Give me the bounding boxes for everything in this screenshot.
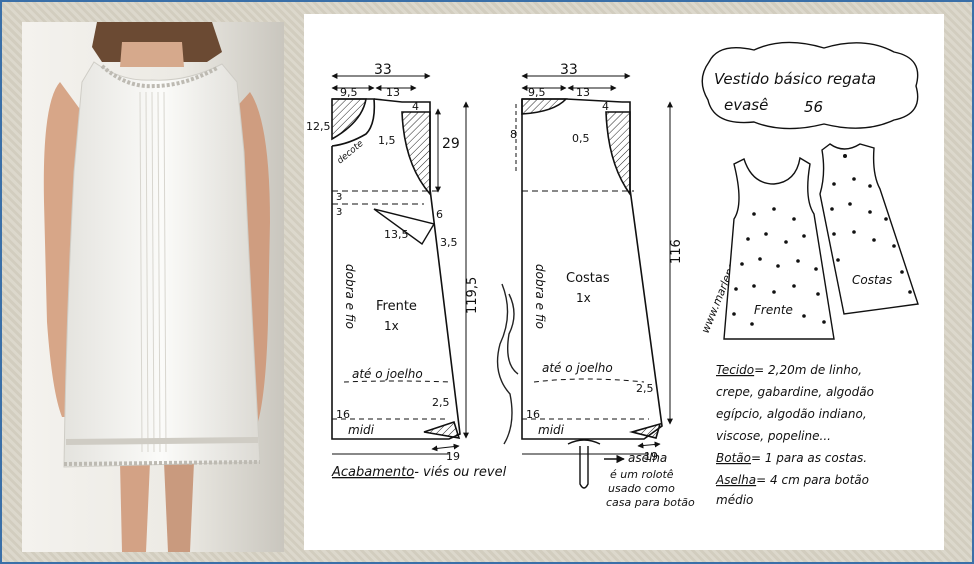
front-midi-label: midi	[348, 423, 375, 437]
illustration-back-label: Costas	[852, 273, 892, 287]
note-line-2: egípcio, algodão indiano,	[716, 407, 867, 421]
back-neck: 13	[576, 86, 590, 99]
front-dart-a: 6	[436, 208, 443, 221]
note-line-3: viscose, popeline...	[716, 429, 831, 443]
dress-illustration-front: Frente	[723, 156, 835, 340]
back-flare: 2,5	[636, 382, 654, 395]
front-flare: 2,5	[432, 396, 450, 409]
note-line-0: Tecido= 2,20m de linho,	[716, 363, 862, 377]
front-piece	[331, 73, 469, 455]
back-hem-above: 16	[526, 408, 540, 421]
front-hem-width: 19	[446, 450, 460, 463]
dress-photo-illustration	[43, 22, 270, 552]
pattern-sheet: 33 9,5 13 4 12,5 29 1,5 decote 3 3 13,5 …	[304, 14, 944, 550]
fabric-notes: Tecido= 2,20m de linho, crepe, gabardine…	[715, 363, 874, 507]
front-shoulder-left: 9,5	[340, 86, 358, 99]
note-line-4: Botão= 1 para as costas.	[716, 451, 867, 465]
finish-note: Acabamento- viés ou revel	[331, 465, 507, 480]
front-qty: 1x	[384, 319, 399, 333]
front-v3b: 3	[336, 207, 342, 218]
illustration-front-label: Frente	[754, 303, 793, 317]
back-hem-width: 19	[644, 450, 658, 463]
front-decote-label: decote	[336, 139, 366, 167]
signature-mark	[496, 283, 519, 445]
front-dart-len: 13,5	[384, 228, 409, 241]
note-line-1: crepe, gabardine, algodão	[716, 385, 874, 399]
dress-illustration-back: Costas	[819, 143, 919, 315]
dress-photo	[22, 22, 284, 552]
title-line-1: Vestido básico regata	[714, 70, 876, 88]
back-armhole-curve: 0,5	[572, 132, 590, 145]
front-neck: 13	[386, 86, 400, 99]
loop-line-1: é um rolotê	[610, 468, 674, 481]
loop-notes: aselha é um rolotê usado como casa para …	[606, 451, 695, 509]
back-piece	[515, 73, 673, 455]
loop-label: aselha	[628, 451, 667, 465]
front-name: Frente	[376, 299, 417, 314]
note-line-5: Aselha= 4 cm para botão	[715, 473, 869, 487]
pattern-drawing: 33 9,5 13 4 12,5 29 1,5 decote 3 3 13,5 …	[306, 41, 919, 509]
back-fold-label: dobra e fio	[533, 264, 547, 329]
back-shoulder-left: 9,5	[528, 86, 546, 99]
back-midi-label: midi	[538, 423, 565, 437]
front-fold-label: dobra e fio	[343, 264, 357, 329]
front-collar-side: 12,5	[306, 120, 331, 133]
front-neck-drop: 4	[412, 100, 419, 113]
loop-line-2: usado como	[608, 482, 675, 495]
front-total-len: 119,5	[465, 277, 480, 314]
back-labels: 33 9,5 13 4 8 0,5 116 dobra e fio Costas…	[510, 62, 684, 463]
back-nape-depth: 8	[510, 128, 517, 141]
title-cloud	[701, 41, 919, 130]
back-name: Costas	[566, 271, 610, 286]
back-width-top: 33	[560, 62, 578, 78]
title-line-2b: 56	[804, 98, 823, 116]
back-qty: 1x	[576, 291, 591, 305]
front-hem-above: 16	[336, 408, 350, 421]
finish-label: Acabamento	[331, 465, 414, 480]
back-total-len: 116	[669, 239, 684, 264]
front-armhole-depth: 29	[442, 136, 460, 152]
note-line-6: médio	[716, 493, 753, 507]
front-width-top: 33	[374, 62, 392, 78]
loop-line-3: casa para botão	[606, 496, 695, 509]
front-armhole-curve: 1,5	[378, 134, 396, 147]
front-knee-label: até o joelho	[352, 367, 423, 381]
loop-sketch	[567, 439, 625, 489]
front-v3a: 3	[336, 192, 342, 203]
back-neck-drop: 4	[602, 100, 609, 113]
title-line-2a: evasê	[724, 96, 768, 114]
back-knee-label: até o joelho	[542, 361, 613, 375]
finish-text: viés ou revel	[423, 465, 507, 480]
front-dart-b: 3,5	[440, 236, 458, 249]
